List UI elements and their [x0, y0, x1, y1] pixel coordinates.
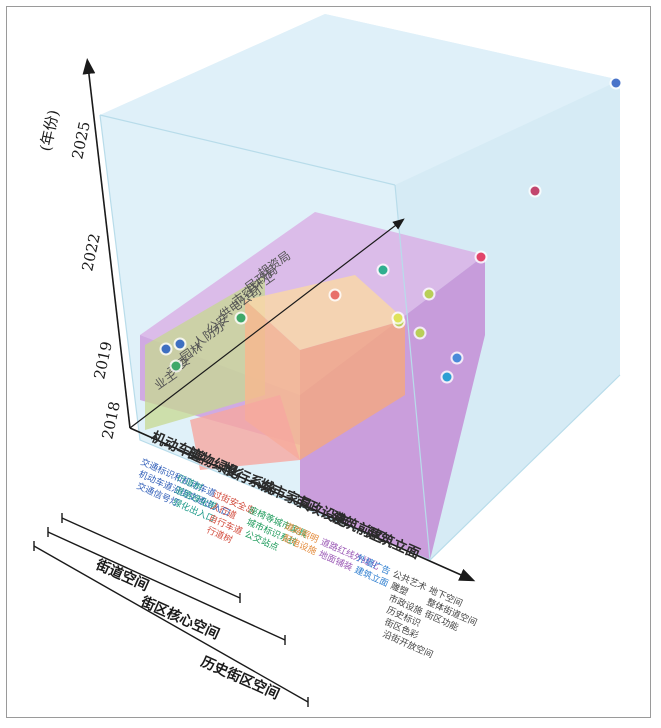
data-point	[476, 252, 486, 262]
data-point	[530, 186, 540, 196]
y-tick-label: 2019	[90, 340, 116, 381]
data-point	[452, 353, 462, 363]
y-axis-unit: (年份)	[36, 108, 62, 153]
data-point	[175, 339, 185, 349]
data-point	[378, 265, 388, 275]
orange-block-right	[300, 320, 405, 460]
y-tick-label: 2018	[98, 400, 124, 441]
x-axis-arrow	[129, 427, 476, 582]
bracket-line	[33, 545, 309, 703]
bracket-label: 历史街区空间	[198, 653, 282, 703]
green-slab	[145, 275, 265, 430]
cube-edge	[99, 114, 396, 186]
cube-edges	[99, 114, 621, 561]
bracket-line	[47, 531, 286, 641]
y-tick-label: 2025	[68, 120, 94, 161]
purple-slab-right	[300, 255, 485, 560]
y-tick-label: 2022	[78, 232, 104, 273]
data-point	[161, 344, 171, 354]
data-point	[415, 328, 425, 338]
data-point	[442, 372, 452, 382]
data-point	[330, 290, 340, 300]
data-point	[171, 361, 181, 371]
figure-frame	[6, 6, 651, 718]
bracket-line	[61, 517, 241, 599]
y-axis-arrow	[82, 58, 131, 429]
data-point	[236, 313, 246, 323]
data-point	[393, 313, 403, 323]
bracket-label: 街区核心空间	[137, 593, 222, 643]
cube-top-face	[100, 14, 620, 185]
cube-edge	[394, 184, 431, 561]
data-points	[159, 76, 623, 384]
salmon-block	[190, 395, 300, 470]
data-point	[611, 78, 621, 88]
orange-block-top	[245, 275, 405, 350]
depth-axis-arrow	[129, 218, 405, 429]
data-point	[424, 289, 434, 299]
